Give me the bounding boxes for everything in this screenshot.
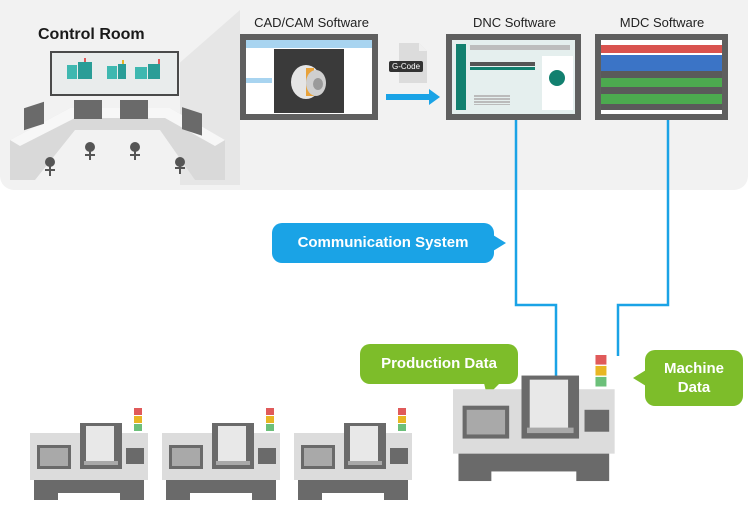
lamp-green-icon bbox=[266, 424, 274, 431]
control-panel bbox=[258, 448, 276, 464]
control-panel bbox=[126, 448, 144, 464]
screen bbox=[40, 448, 68, 466]
lamp-yellow-icon bbox=[398, 416, 406, 423]
spindle-door bbox=[86, 426, 114, 462]
lamp-green-icon bbox=[398, 424, 406, 431]
comm-pointer bbox=[493, 235, 506, 251]
lamp-green-icon bbox=[134, 424, 142, 431]
lamp-green-icon bbox=[595, 376, 607, 387]
spindle-door bbox=[350, 426, 378, 462]
cadcam-screen bbox=[246, 40, 372, 114]
dnc-label: DNC Software bbox=[472, 15, 557, 30]
production-data-callout: Production Data bbox=[360, 344, 518, 384]
screen bbox=[172, 448, 200, 466]
spindle-door bbox=[529, 379, 569, 429]
machine-data-callout: Machine Data bbox=[645, 350, 743, 406]
base-cutout bbox=[58, 493, 120, 501]
dnc-link bbox=[514, 120, 558, 378]
lamp-red-icon bbox=[266, 408, 274, 415]
desk-icon bbox=[10, 100, 225, 180]
control-panel bbox=[390, 448, 408, 464]
lamp-yellow-icon bbox=[134, 416, 142, 423]
transfer-arrow-icon bbox=[386, 89, 440, 105]
mdc-screen bbox=[601, 40, 722, 114]
cadcam-label: CAD/CAM Software bbox=[254, 15, 369, 30]
tray bbox=[84, 461, 118, 465]
cad-part-icon bbox=[291, 65, 326, 99]
lamp-red-icon bbox=[134, 408, 142, 415]
mdc-link bbox=[616, 120, 670, 356]
machine-data-line2: Data bbox=[677, 379, 711, 396]
dnc-screen bbox=[452, 40, 575, 114]
dnc-monitor bbox=[446, 34, 581, 120]
base-cutout bbox=[322, 493, 384, 501]
lamp-yellow-icon bbox=[595, 365, 607, 376]
machine-data-line1: Machine bbox=[663, 360, 724, 377]
lamp-red-icon bbox=[398, 408, 406, 415]
tray bbox=[526, 427, 574, 434]
lamp-yellow-icon bbox=[266, 416, 274, 423]
tray bbox=[216, 461, 250, 465]
mach-pointer bbox=[633, 370, 646, 386]
mdc-label: MDC Software bbox=[619, 15, 705, 30]
lamp-red-icon bbox=[595, 355, 607, 365]
gcode-badge: G-Code bbox=[389, 61, 424, 72]
spindle-door bbox=[218, 426, 246, 462]
video-wall-machines-icon bbox=[67, 58, 160, 79]
mdc-monitor bbox=[595, 34, 728, 120]
dnc-gauge-icon bbox=[549, 70, 565, 86]
base-cutout bbox=[491, 471, 577, 483]
control-panel bbox=[584, 409, 610, 432]
base-cutout bbox=[190, 493, 252, 501]
screen bbox=[304, 448, 332, 466]
control-room-illustration bbox=[10, 51, 225, 180]
tray bbox=[348, 461, 382, 465]
cadcam-monitor bbox=[240, 34, 378, 120]
communication-system-callout: Communication System bbox=[272, 223, 494, 263]
screen bbox=[466, 409, 506, 435]
control-room-title: Control Room bbox=[38, 26, 145, 43]
